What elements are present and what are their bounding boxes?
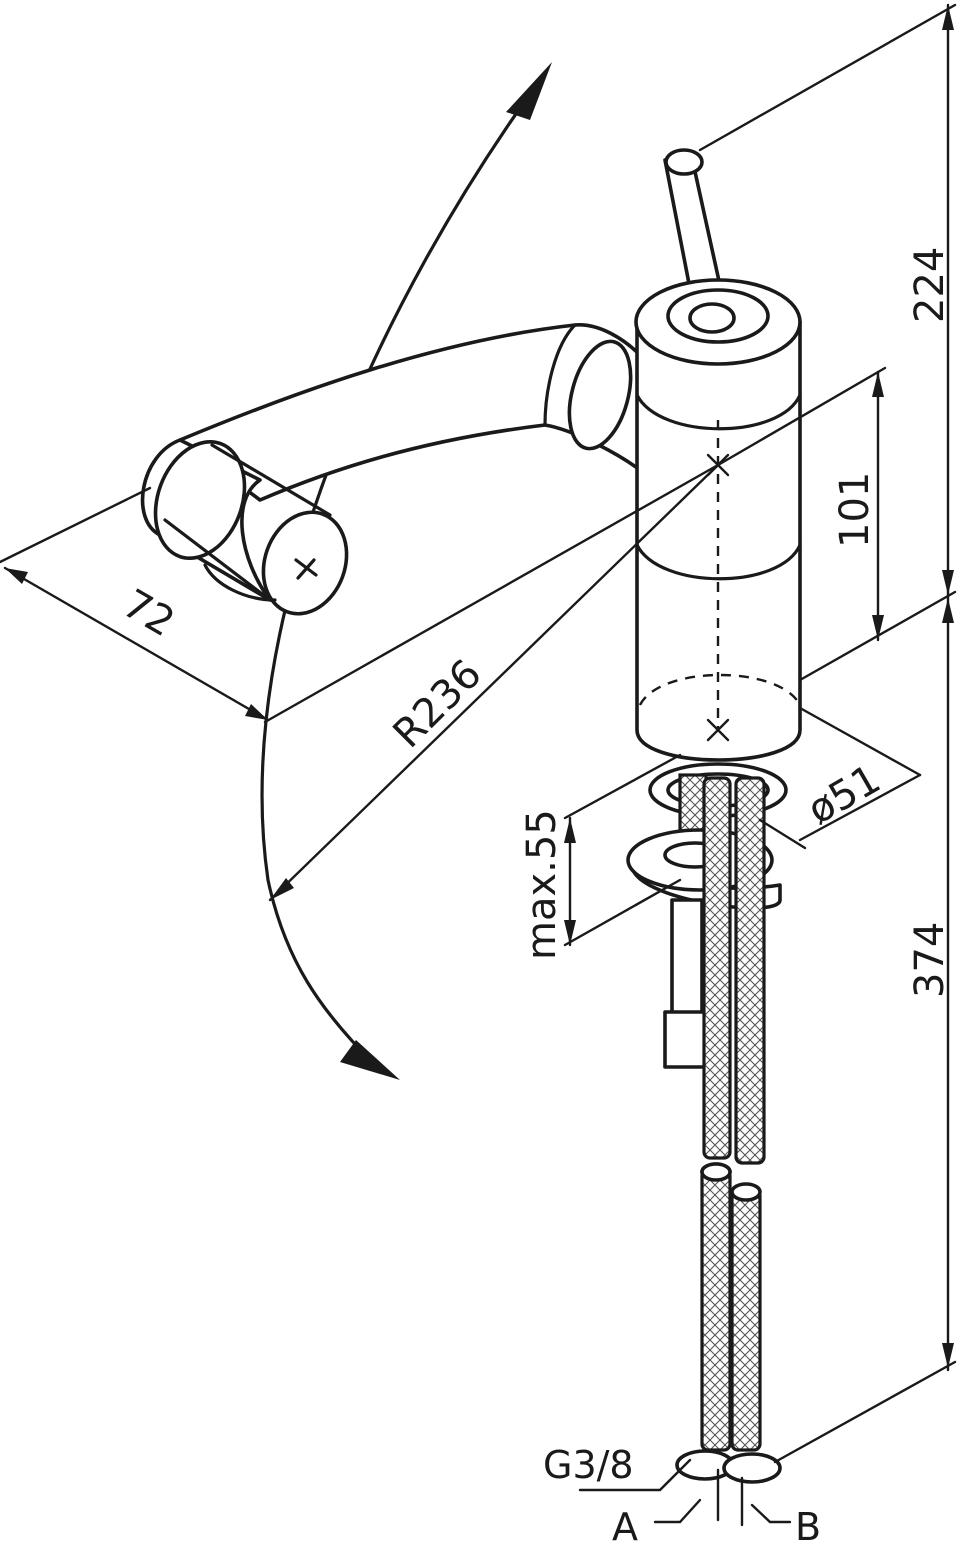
label-thread: G3/8 xyxy=(543,1443,634,1487)
hose-lower-b xyxy=(730,1188,762,1452)
dim-max-counter: max.55 xyxy=(519,809,565,960)
hose-lower-a xyxy=(700,1168,732,1452)
lever-tip xyxy=(664,148,704,176)
swivel-arc xyxy=(260,62,552,1080)
clamp-rod xyxy=(670,898,704,1022)
supply-hoses xyxy=(675,776,782,1527)
arc-arrow-bottom xyxy=(340,1040,400,1080)
label-hose-a: A xyxy=(612,1505,638,1549)
dimension-lines xyxy=(0,3,957,1464)
dim-spout-offset: 101 xyxy=(832,472,878,548)
dim-height-top: 224 xyxy=(907,247,953,323)
spout-joint xyxy=(567,339,633,451)
hose-upper-b xyxy=(734,776,766,1165)
dim-swivel-radius: R236 xyxy=(385,651,491,757)
dim-height-bottom: 374 xyxy=(907,922,953,998)
faucet-body xyxy=(634,278,802,762)
label-hose-b: B xyxy=(795,1505,821,1549)
arc-arrow-top xyxy=(506,62,552,120)
connector-nut-b xyxy=(722,1452,782,1484)
spout xyxy=(140,323,642,616)
dim-base-diameter: ø51 xyxy=(800,756,888,834)
hose-upper-a xyxy=(702,776,732,1160)
aerator xyxy=(261,510,349,616)
connection-labels: G3/8 A B xyxy=(543,1443,821,1549)
